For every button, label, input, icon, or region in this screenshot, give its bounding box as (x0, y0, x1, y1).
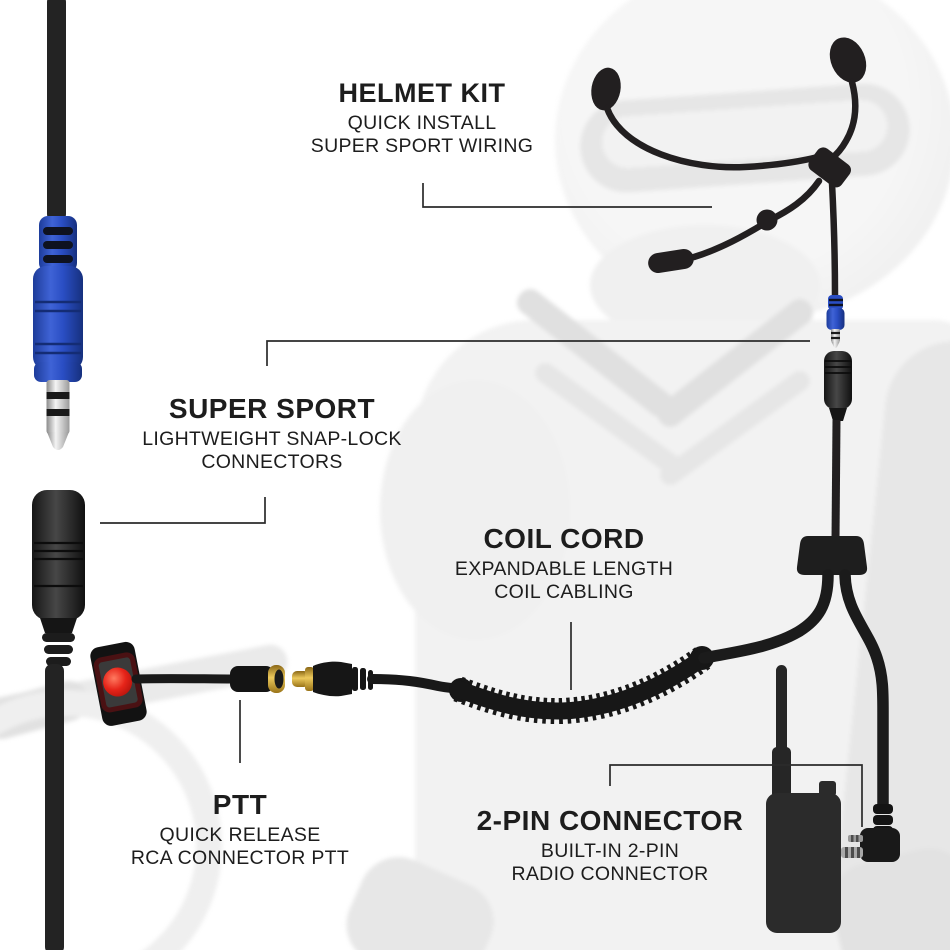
two-pin-pins (841, 835, 863, 858)
label-super-sport: SUPER SPORT LIGHTWEIGHT SNAP-LOCK CONNEC… (142, 394, 401, 474)
bg-shoulder-shape (380, 380, 570, 640)
helmet-kit-subtitle1: QUICK INSTALL (347, 112, 497, 135)
label-two-pin-connector: 2-PIN CONNECTOR BUILT-IN 2-PIN RADIO CON… (477, 806, 744, 886)
boom-arm (690, 177, 823, 261)
callout-line-super-sport-top (266, 340, 810, 366)
left-speaker (591, 67, 621, 111)
snap-lock-mini-connectors (824, 295, 852, 541)
coil-cord-subtitle2: COIL CABLING (494, 581, 634, 604)
label-coil-cord: COIL CORD EXPANDABLE LENGTH COIL CABLING (455, 524, 673, 604)
splitter-right-leg (839, 569, 889, 814)
speaker-wire-right (827, 78, 859, 163)
boom-microphone (648, 248, 694, 274)
callout-line-super-sport-bottom (100, 497, 266, 524)
rca-female-connector (230, 665, 285, 693)
ptt-red-button (103, 667, 133, 697)
helmet-kit-title: HELMET KIT (338, 78, 506, 108)
rca-to-coil-cable (367, 674, 465, 694)
callout-line-helmet-kit (422, 183, 712, 208)
right-speaker (829, 37, 867, 83)
two-pin-subtitle2: RADIO CONNECTOR (511, 863, 709, 886)
y-splitter (698, 536, 889, 814)
blue-super-sport-plug (33, 0, 83, 450)
two-pin-title: 2-PIN CONNECTOR (476, 805, 744, 836)
radio-antenna (776, 665, 787, 753)
radio-knob (819, 781, 836, 796)
ptt-title: PTT (212, 789, 268, 820)
coil-cord-subtitle1: EXPANDABLE LENGTH (454, 558, 674, 581)
ptt-subtitle1: QUICK RELEASE (159, 824, 321, 847)
helmet-kit-wiring (591, 37, 867, 300)
super-sport-subtitle2: CONNECTORS (201, 451, 343, 474)
coil-cord-title: COIL CORD (483, 523, 645, 554)
helmet-kit-subtitle2: SUPER SPORT WIRING (310, 135, 534, 158)
female-jack-connector (32, 490, 85, 950)
wire-junction-clip (808, 147, 851, 188)
two-pin-subtitle1: BUILT-IN 2-PIN (540, 840, 680, 863)
radio-body (766, 793, 841, 933)
helmet-drop-cable (828, 179, 839, 300)
callout-line-two-pin (609, 764, 863, 827)
rca-male-plug (292, 661, 373, 697)
splitter-left-leg (698, 569, 834, 664)
two-pin-radio-plug (841, 804, 900, 862)
label-helmet-kit: HELMET KIT QUICK INSTALL SUPER SPORT WIR… (311, 79, 533, 158)
super-sport-title: SUPER SPORT (168, 393, 376, 424)
boom-joint (756, 209, 778, 231)
label-ptt: PTT QUICK RELEASE RCA CONNECTOR PTT (131, 790, 349, 870)
ptt-subtitle2: RCA CONNECTOR PTT (130, 847, 350, 870)
handheld-radio (766, 665, 841, 933)
super-sport-subtitle1: LIGHTWEIGHT SNAP-LOCK (142, 428, 402, 451)
ptt-button (90, 641, 147, 726)
speaker-wire-left (603, 104, 822, 171)
coil-cord (449, 646, 714, 725)
trs-jack-tip (46, 380, 70, 450)
